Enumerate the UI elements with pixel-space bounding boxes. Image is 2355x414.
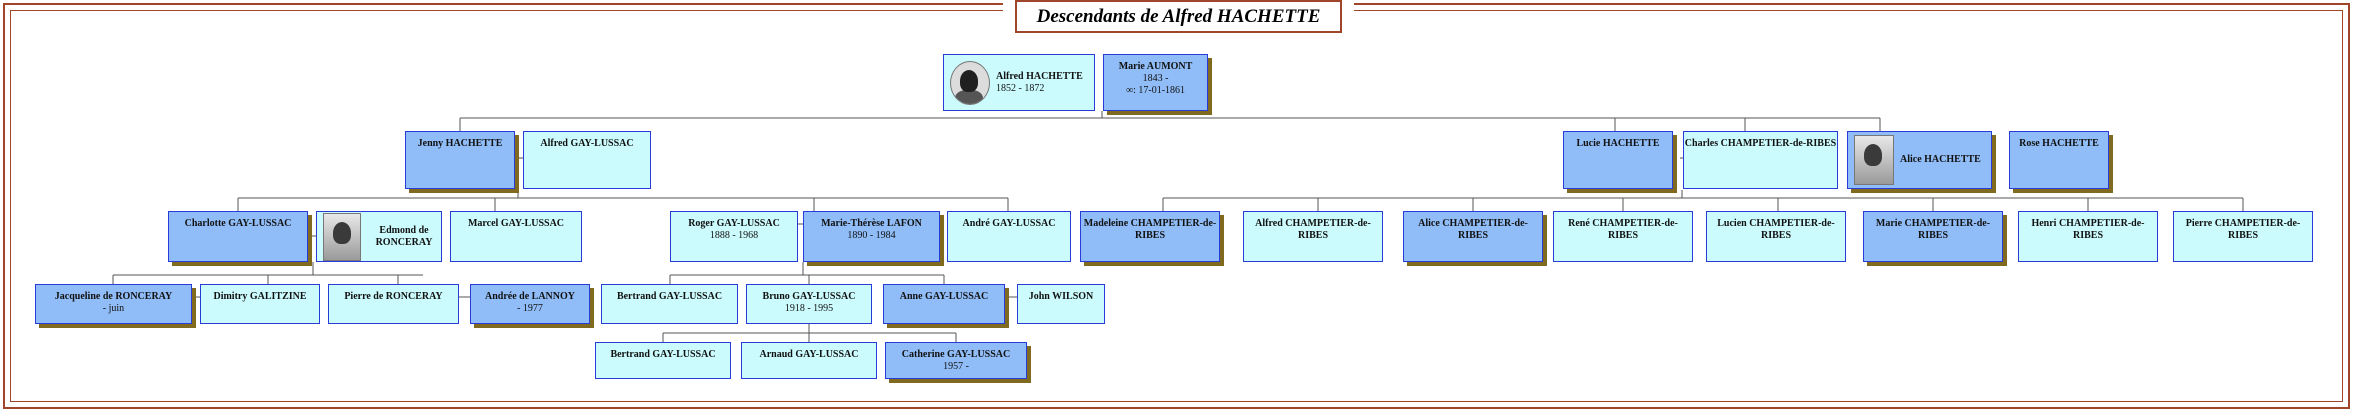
- person-jacqueline-de-ronceray[interactable]: Jacqueline de RONCERAY- juin: [35, 284, 192, 324]
- person-dates: 1890 - 1984: [847, 230, 896, 241]
- person-name: Bruno GAY-LUSSAC: [762, 291, 856, 302]
- person-andre-gay-lussac[interactable]: André GAY-LUSSAC: [947, 211, 1071, 262]
- person-henri-champetier[interactable]: Henri CHAMPETIER-de-RIBES: [2018, 211, 2158, 262]
- person-jenny-hachette[interactable]: Jenny HACHETTE: [405, 131, 515, 189]
- person-lucien-champetier[interactable]: Lucien CHAMPETIER-de-RIBES: [1706, 211, 1846, 262]
- person-charles-champetier[interactable]: Charles CHAMPETIER-de-RIBES: [1683, 131, 1838, 189]
- person-name: Charles CHAMPETIER-de-RIBES: [1684, 138, 1837, 149]
- chart-title: Descendants de Alfred HACHETTE: [1036, 5, 1321, 27]
- person-rene-champetier[interactable]: René CHAMPETIER-de-RIBES: [1553, 211, 1693, 262]
- person-dates: 1843 -: [1142, 73, 1169, 84]
- person-dates: 1957 -: [943, 361, 969, 372]
- portrait-photo-icon: [950, 60, 990, 105]
- person-name: Edmond de RONCERAY: [375, 224, 433, 248]
- person-name: Roger GAY-LUSSAC: [688, 218, 780, 229]
- person-name: John WILSON: [1028, 291, 1094, 302]
- person-john-wilson[interactable]: John WILSON: [1017, 284, 1105, 324]
- person-name: Bertrand GAY-LUSSAC: [616, 291, 723, 302]
- person-alfred-champetier[interactable]: Alfred CHAMPETIER-de-RIBES: [1243, 211, 1383, 262]
- person-name: Lucie HACHETTE: [1576, 138, 1660, 149]
- person-name: Alfred HACHETTE: [996, 70, 1083, 82]
- portrait-photo-icon: [323, 212, 361, 261]
- person-marie-champetier[interactable]: Marie CHAMPETIER-de-RIBES: [1863, 211, 2003, 262]
- person-alice-hachette[interactable]: Alice HACHETTE: [1847, 131, 1992, 189]
- person-name: Henri CHAMPETIER-de-RIBES: [2031, 218, 2145, 241]
- person-lucie-hachette[interactable]: Lucie HACHETTE: [1563, 131, 1673, 189]
- person-pierre-champetier[interactable]: Pierre CHAMPETIER-de-RIBES: [2173, 211, 2313, 262]
- person-edmond-de-ronceray[interactable]: Edmond de RONCERAY: [316, 211, 442, 262]
- portrait-photo-icon: [1854, 135, 1894, 185]
- person-rose-hachette[interactable]: Rose HACHETTE: [2009, 131, 2109, 189]
- person-name: Alice CHAMPETIER-de-RIBES: [1418, 218, 1528, 241]
- person-dates: - 1977: [517, 303, 543, 314]
- person-name: Marcel GAY-LUSSAC: [467, 218, 565, 229]
- person-name: Alice HACHETTE: [1900, 154, 1981, 165]
- person-name: André GAY-LUSSAC: [962, 218, 1056, 229]
- person-alice-champetier[interactable]: Alice CHAMPETIER-de-RIBES: [1403, 211, 1543, 262]
- person-dates: 1852 - 1872: [996, 82, 1045, 94]
- person-name: René CHAMPETIER-de-RIBES: [1568, 218, 1678, 241]
- chart-title-box: Descendants de Alfred HACHETTE: [1015, 0, 1342, 33]
- person-name: Pierre de RONCERAY: [344, 291, 443, 302]
- person-name: Madeleine CHAMPETIER-de-RIBES: [1083, 218, 1217, 241]
- person-charlotte-gay-lussac[interactable]: Charlotte GAY-LUSSAC: [168, 211, 308, 262]
- person-name: Pierre CHAMPETIER-de-RIBES: [2185, 218, 2301, 241]
- person-name: Catherine GAY-LUSSAC: [901, 349, 1011, 360]
- person-dimitry-galitzine[interactable]: Dimitry GALITZINE: [200, 284, 320, 324]
- person-anne-gay-lussac[interactable]: Anne GAY-LUSSAC: [883, 284, 1005, 324]
- person-pierre-de-ronceray[interactable]: Pierre de RONCERAY: [328, 284, 459, 324]
- person-name: Jenny HACHETTE: [417, 138, 503, 149]
- person-dates: - juin: [102, 303, 125, 314]
- person-name: Alfred CHAMPETIER-de-RIBES: [1255, 218, 1371, 241]
- person-name: Marie-Thérèse LAFON: [821, 218, 922, 229]
- marriage-date: ∞: 17-01-1861: [1125, 85, 1186, 96]
- person-dates: 1888 - 1968: [709, 230, 759, 241]
- person-name: Andrée de LANNOY: [485, 291, 575, 302]
- person-name: Anne GAY-LUSSAC: [899, 291, 989, 302]
- person-name: Bertrand GAY-LUSSAC: [610, 349, 716, 360]
- person-name: Marie AUMONT: [1118, 61, 1193, 72]
- person-name: Alfred GAY-LUSSAC: [540, 138, 634, 149]
- person-name: Arnaud GAY-LUSSAC: [759, 349, 859, 360]
- person-name: Dimitry GALITZINE: [213, 291, 307, 302]
- person-name: Lucien CHAMPETIER-de-RIBES: [1717, 218, 1835, 241]
- person-bertrand-gay-lussac-2[interactable]: Bertrand GAY-LUSSAC: [595, 342, 731, 379]
- person-name: Marie CHAMPETIER-de-RIBES: [1875, 218, 1991, 241]
- person-bertrand-gay-lussac[interactable]: Bertrand GAY-LUSSAC: [601, 284, 738, 324]
- person-name: Rose HACHETTE: [2019, 138, 2099, 149]
- person-name: Jacqueline de RONCERAY: [54, 291, 173, 302]
- person-alfred-gay-lussac[interactable]: Alfred GAY-LUSSAC: [523, 131, 651, 189]
- person-dates: 1918 - 1995: [784, 303, 834, 314]
- person-andree-de-lannoy[interactable]: Andrée de LANNOY- 1977: [470, 284, 590, 324]
- person-marcel-gay-lussac[interactable]: Marcel GAY-LUSSAC: [450, 211, 582, 262]
- person-madeleine-champetier[interactable]: Madeleine CHAMPETIER-de-RIBES: [1080, 211, 1220, 262]
- person-arnaud-gay-lussac[interactable]: Arnaud GAY-LUSSAC: [741, 342, 877, 379]
- person-name: Charlotte GAY-LUSSAC: [184, 218, 292, 229]
